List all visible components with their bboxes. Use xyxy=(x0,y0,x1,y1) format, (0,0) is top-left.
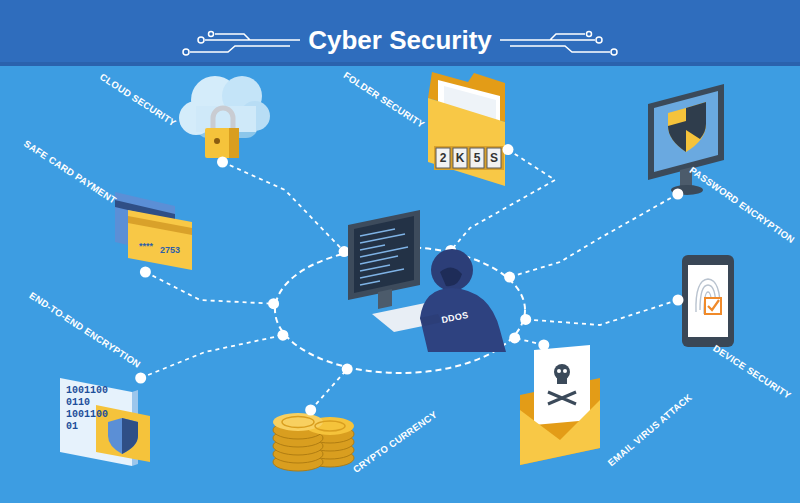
icon-node: PASSWORD ENCRYPTION xyxy=(645,80,727,194)
connector-dot xyxy=(305,405,316,416)
node-label: END-TO-END ENCRYPTION xyxy=(28,291,142,370)
band-edge xyxy=(0,62,800,66)
folder-icon xyxy=(428,72,505,186)
binary-digits: 01 xyxy=(66,422,78,432)
icon-text: 5 xyxy=(474,152,481,164)
connector-dot xyxy=(342,364,353,375)
connector-dot xyxy=(135,373,146,384)
dashed-connector xyxy=(223,162,345,252)
node-label: EMAIL VIRUS ATTACK xyxy=(606,392,694,468)
icon-node: DEVICE SECURITY xyxy=(678,252,738,348)
encryption-panel-icon xyxy=(60,378,150,466)
hacker-illustration xyxy=(348,210,506,352)
node-label: PASSWORD ENCRYPTION xyxy=(688,165,796,245)
connector-dot xyxy=(538,340,549,351)
binary-digits: 1001100 xyxy=(66,386,108,396)
icon-text: **** xyxy=(139,242,153,251)
connector-dot xyxy=(673,295,684,306)
dashed-connector xyxy=(311,369,348,410)
dashed-connector xyxy=(526,300,678,325)
icon-node: CRYPTO CURRENCY xyxy=(272,410,358,474)
node-label: FOLDER SECURITY xyxy=(342,70,426,129)
hub-ellipse: DDOS xyxy=(273,245,527,375)
binary-digits: 1001100 xyxy=(66,410,108,420)
node-label: CLOUD SECURITY xyxy=(98,72,178,128)
connector-dot xyxy=(140,267,151,278)
binary-digits: 0110 xyxy=(66,398,90,408)
icon-text: K xyxy=(456,152,465,164)
phone-icon xyxy=(682,255,734,347)
connector-dot xyxy=(503,144,514,155)
coins-icon xyxy=(273,413,354,471)
dashed-connector xyxy=(141,335,283,378)
dashed-connector xyxy=(510,194,678,277)
title: Cyber Security xyxy=(0,27,800,53)
card-icon xyxy=(115,192,192,270)
icon-node: SAFE CARD PAYMENT xyxy=(113,190,194,272)
node-label: CRYPTO CURRENCY xyxy=(351,409,438,474)
title-band xyxy=(0,0,800,66)
connector-dot xyxy=(672,189,683,200)
icon-text: 2753 xyxy=(160,246,180,255)
icon-node: CLOUD SECURITY xyxy=(175,68,270,162)
node-label: DEVICE SECURITY xyxy=(711,343,792,400)
connector-dot xyxy=(217,157,228,168)
dashed-connector xyxy=(451,150,555,251)
icon-node: FOLDER SECURITY xyxy=(428,60,508,188)
cloud-icon xyxy=(179,76,270,158)
icon-text: S xyxy=(490,152,498,164)
node-label: SAFE CARD PAYMENT xyxy=(22,139,118,206)
icon-text: 2 xyxy=(440,152,447,164)
dashed-connector xyxy=(145,272,273,304)
icon-node: EMAIL VIRUS ATTACK xyxy=(518,345,604,467)
envelope-icon xyxy=(520,345,600,465)
hub-ring xyxy=(273,245,527,375)
